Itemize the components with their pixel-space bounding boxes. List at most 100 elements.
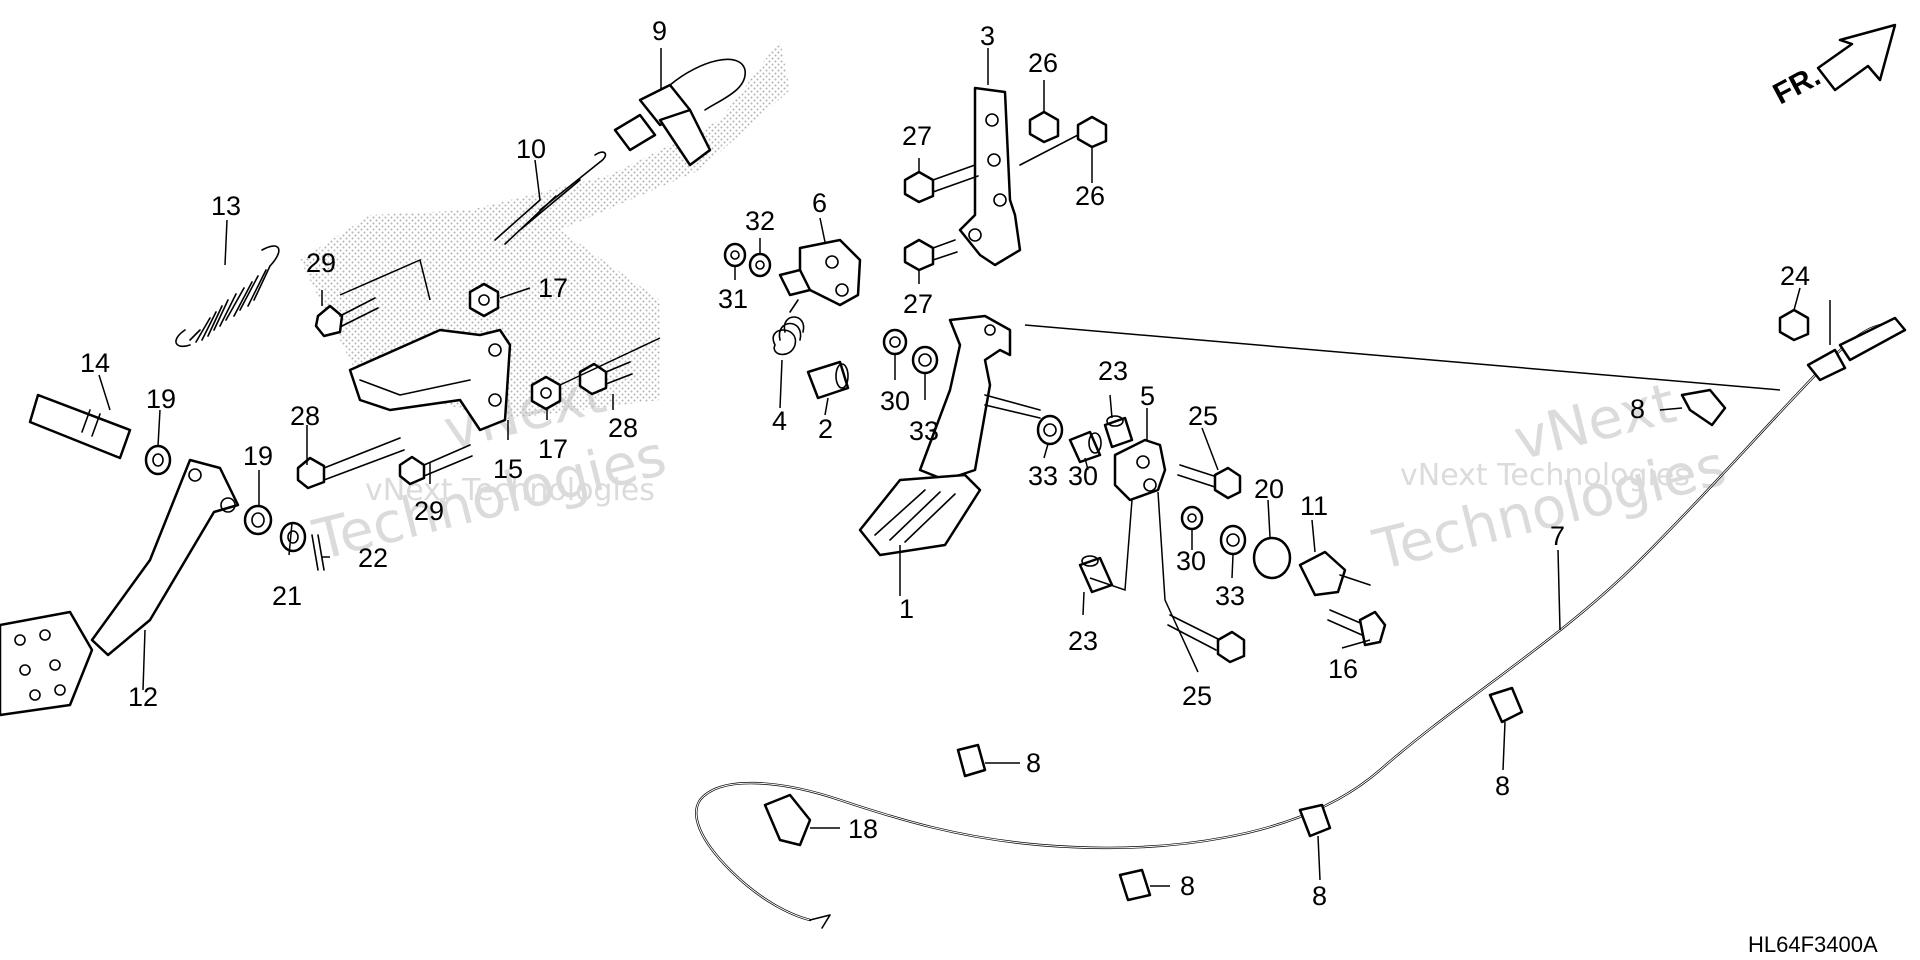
callout-7: 7 [1550, 521, 1565, 551]
diagram-code: HL64F3400A [1748, 932, 1878, 957]
callout-33b: 33 [1028, 461, 1058, 491]
front-direction-arrow: FR. [1768, 23, 1897, 111]
callout-30b: 30 [1068, 461, 1098, 491]
nut-17a [468, 282, 500, 318]
seal-33c [1219, 524, 1247, 556]
callout-26b: 26 [1075, 181, 1105, 211]
callout-27a: 27 [902, 121, 932, 151]
torsion-spring-4 [772, 299, 805, 356]
bolt-27a [903, 164, 979, 204]
callout-19a: 19 [146, 384, 176, 414]
collar-23a [1103, 415, 1134, 449]
callout-33c: 33 [1215, 581, 1245, 611]
bolt-25b [1167, 614, 1246, 664]
throttle-cable-7 [695, 316, 1907, 929]
seal-33a [911, 345, 939, 375]
callout-12: 12 [128, 682, 158, 712]
bolt-16 [1327, 609, 1387, 647]
leader-lines [98, 48, 1831, 887]
bolt-29b [398, 444, 473, 486]
clip-8c [1298, 803, 1332, 838]
callout-16: 16 [1328, 654, 1358, 684]
return-spring-13 [175, 245, 280, 348]
nut-17b [530, 375, 562, 411]
callout-15: 15 [493, 454, 523, 484]
bolt-28b [578, 361, 633, 396]
bolt-27b [903, 238, 958, 272]
collar-23b [1078, 555, 1114, 594]
callout-30c: 30 [1176, 546, 1206, 576]
seal-33b [1036, 414, 1064, 446]
callout-8a: 8 [1630, 394, 1645, 424]
washer-19a [144, 444, 172, 476]
callout-11: 11 [1300, 491, 1328, 521]
callout-29a: 29 [306, 248, 336, 278]
bolt-29a [314, 297, 379, 338]
bolt-26b [1019, 115, 1108, 166]
brake-pedal-12 [0, 458, 240, 717]
pedal-bracket-15 [348, 328, 512, 432]
callout-23b: 23 [1068, 626, 1098, 656]
callout-13: 13 [211, 191, 241, 221]
washer-19b [243, 504, 273, 536]
callout-9: 9 [652, 16, 667, 46]
callout-21: 21 [272, 581, 302, 611]
callout-4: 4 [772, 406, 787, 436]
pivot-pin-14 [28, 393, 132, 460]
callout-25b: 25 [1182, 681, 1212, 711]
callout-28b: 28 [290, 401, 320, 431]
bracket-6 [778, 238, 862, 307]
bolt-25a [1177, 464, 1242, 500]
collar-30c [1180, 505, 1204, 531]
washer-32 [748, 252, 772, 278]
bolt-24 [1778, 308, 1810, 342]
callout-3: 3 [980, 21, 995, 51]
shaded-area [300, 40, 790, 420]
callout-27b: 27 [903, 289, 933, 319]
o-ring-20 [1252, 536, 1292, 580]
callout-23a: 23 [1098, 356, 1128, 386]
cam-block-5 [1113, 438, 1167, 502]
callout-6: 6 [812, 188, 827, 218]
bolt-26a [1028, 110, 1060, 144]
callout-31: 31 [718, 284, 748, 314]
bushing-2 [806, 360, 850, 400]
washer-21 [279, 521, 307, 553]
clip-8d [956, 743, 987, 778]
stop-switch-9 [613, 58, 746, 167]
callout-17b: 17 [538, 434, 568, 464]
cotter-pin-22 [311, 534, 325, 571]
cable-routing-line [1024, 324, 1781, 391]
callout-17a: 17 [538, 273, 568, 303]
callout-30a: 30 [880, 386, 910, 416]
callout-25a: 25 [1188, 401, 1218, 431]
watermark-text-right: vNext Technologies [1400, 458, 1690, 493]
callout-numbers: 1 2 3 4 5 6 7 8 8 8 8 8 8 9 10 11 12 13 … [80, 16, 1810, 911]
callout-5: 5 [1140, 381, 1155, 411]
bracket-plate-3 [958, 86, 1022, 267]
callout-22: 22 [358, 543, 388, 573]
collar-30b [1068, 430, 1102, 464]
clamp-18 [763, 793, 812, 847]
callout-33a: 33 [909, 416, 939, 446]
clip-8b [1488, 686, 1524, 724]
clip-8a [1680, 388, 1727, 427]
callout-26a: 26 [1028, 48, 1058, 78]
callout-18: 18 [848, 814, 878, 844]
callout-8d: 8 [1026, 748, 1041, 778]
bolt-28a [296, 437, 405, 490]
callout-24: 24 [1780, 261, 1810, 291]
callout-14: 14 [80, 348, 110, 378]
callout-8c: 8 [1312, 881, 1327, 911]
collar-30a [882, 328, 908, 356]
callout-2: 2 [818, 414, 833, 444]
sensor-11 [1298, 550, 1371, 597]
callout-1: 1 [899, 594, 914, 624]
callout-19b: 19 [243, 441, 273, 471]
collar-31 [723, 242, 747, 268]
callout-29b: 29 [414, 496, 444, 526]
callout-8e: 8 [1180, 871, 1195, 901]
callout-10: 10 [516, 134, 546, 164]
accelerator-pedal-1 [858, 314, 1041, 557]
